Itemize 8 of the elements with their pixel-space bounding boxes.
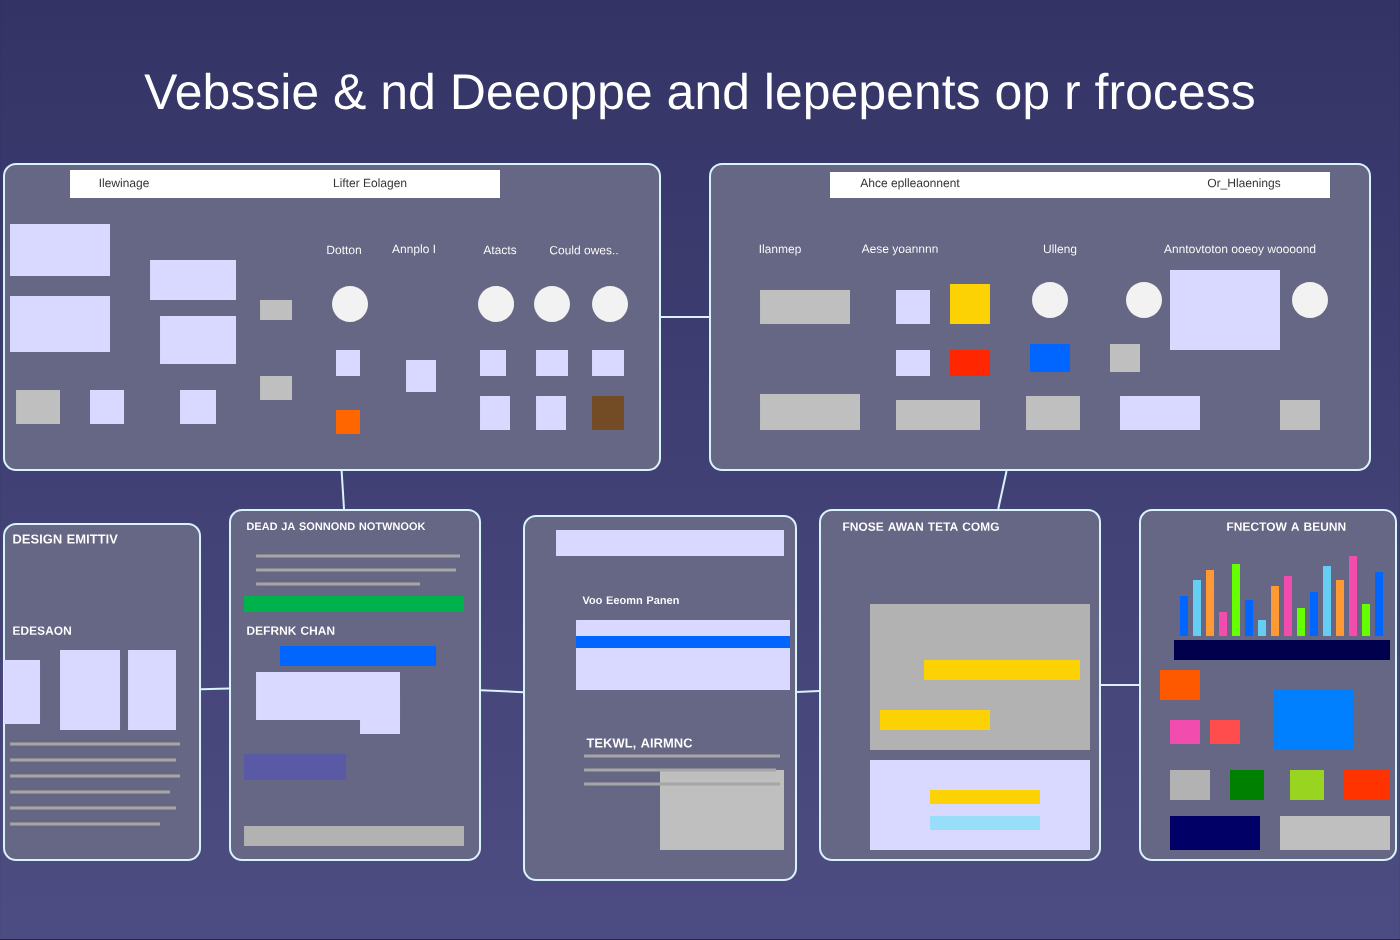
connector-line <box>480 689 524 694</box>
title: Vebssie & nd Deeoppe and lepepents op r frocess <box>144 72 1254 120</box>
connector-line <box>200 687 230 691</box>
connector-line <box>796 690 820 694</box>
connector-line <box>340 469 346 510</box>
connector-line <box>997 469 1008 510</box>
connector-line <box>660 315 710 318</box>
connector-line <box>1100 683 1140 686</box>
